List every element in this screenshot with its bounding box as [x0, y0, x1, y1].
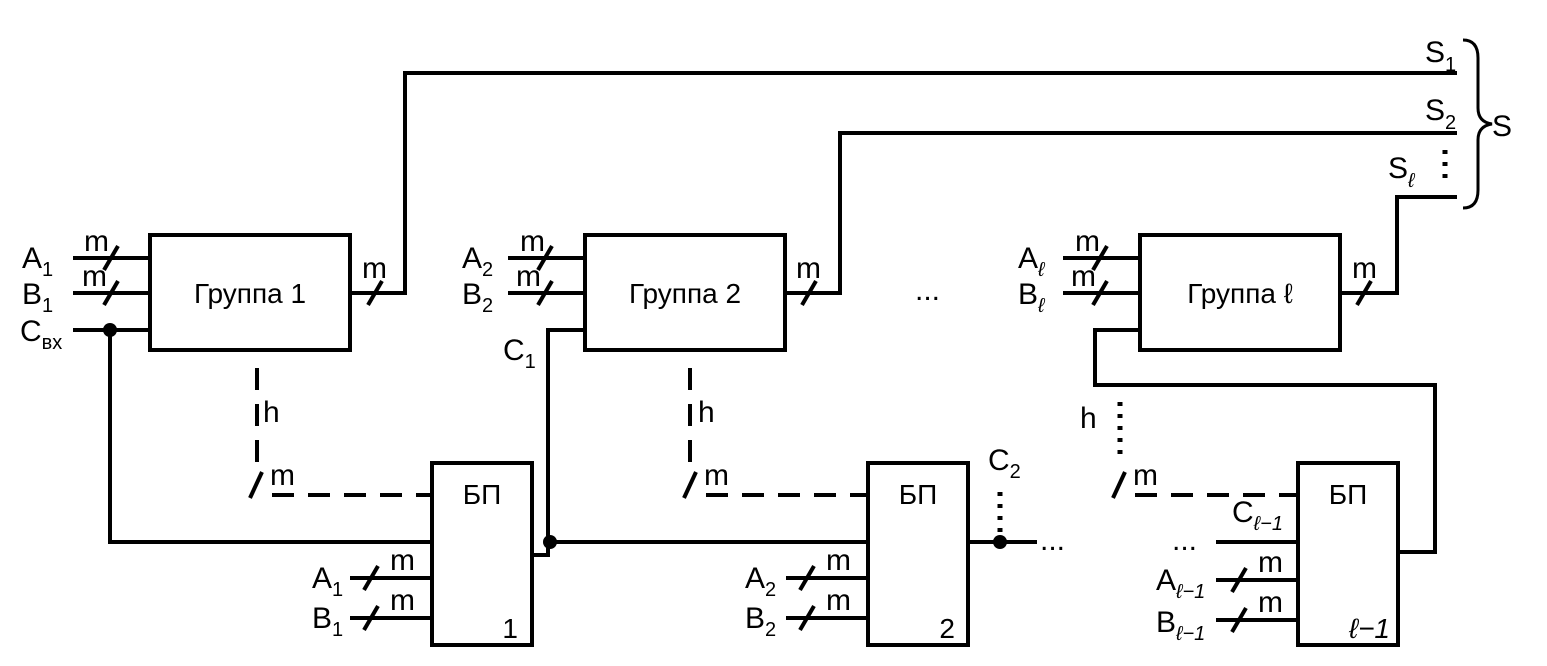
group-2-b-width: m — [516, 260, 541, 293]
carry-block-2-index: 2 — [939, 613, 955, 644]
c-in-label: Cвх — [20, 315, 62, 354]
group-1-b-bus-tick — [102, 279, 120, 307]
s2-wire — [783, 131, 1457, 295]
group-l-m-label: m — [1133, 459, 1158, 492]
group-1-a-width: m — [84, 225, 109, 258]
group-l-a-width: m — [1075, 225, 1100, 258]
carry-block-l-minus-1-index: ℓ−1 — [1348, 613, 1390, 644]
group-l-label: Группа ℓ — [1187, 278, 1293, 309]
s2-label: S2 — [1425, 94, 1456, 134]
group-l-out-width: m — [1352, 252, 1377, 285]
group-2-m-bus-tick — [682, 471, 698, 499]
group-2-h-label: h — [698, 396, 715, 429]
carry-1-b-label: B1 — [312, 602, 343, 641]
carry-l-in-ellipsis: ... — [1172, 524, 1197, 557]
carry-block-l-minus-1-label: БП — [1329, 479, 1368, 510]
group-1-m-label: m — [270, 459, 295, 492]
carry-1-a-label: A1 — [312, 562, 343, 601]
group-1-box — [148, 233, 352, 352]
carry-2-a-label: A2 — [745, 562, 776, 601]
carry-block-1-box — [430, 461, 534, 647]
groups-ellipsis: ... — [915, 274, 940, 307]
c2-junction — [993, 535, 1007, 549]
group-l-m-bus-tick — [1111, 471, 1127, 499]
group-l-a-bus-tick — [1091, 244, 1109, 272]
group-l-b-bus-tick — [1091, 279, 1109, 307]
carry-l-b-label: Bℓ−1 — [1156, 606, 1205, 645]
carry-1-a-width: m — [390, 544, 415, 577]
carry-2-b-bus-tick — [798, 604, 816, 632]
carry-block-1-label: БП — [463, 479, 502, 510]
carry-block-2-box — [866, 461, 970, 647]
group-2-box — [583, 233, 787, 352]
group-l-out-bus-tick — [1355, 279, 1373, 307]
carry-block-l-minus-1: БП ℓ−1 ... Cℓ−1 m m Aℓ−1 Bℓ−1 — [1156, 461, 1400, 647]
c1-wire — [530, 328, 587, 557]
carry-2-a-width: m — [826, 544, 851, 577]
carry-block-1: БП 1 m m A1 B1 C1 — [312, 328, 870, 647]
group-l: Группа ℓ m m Aℓ Bℓ m h m — [1018, 225, 1437, 554]
group-1-label: Группа 1 — [194, 278, 306, 309]
group-2-b-label: B2 — [462, 278, 493, 317]
c2-label: C2 — [988, 444, 1021, 483]
output-lines — [348, 71, 1457, 295]
group-1-h-label: h — [263, 396, 280, 429]
s1-label: S1 — [1425, 36, 1456, 76]
s-bus-label: S — [1492, 110, 1512, 143]
carry-1-b-bus-tick — [362, 604, 380, 632]
group-1-a-bus-tick — [102, 244, 120, 272]
group-1-out-bus-tick — [366, 279, 384, 307]
group-2-out-width: m — [796, 252, 821, 285]
group-2-b-bus-tick — [536, 279, 554, 307]
group-1-out-width: m — [362, 252, 387, 285]
carry-l-a-label: Aℓ−1 — [1156, 564, 1205, 603]
group-2-a-width: m — [520, 225, 545, 258]
group-1-b-label: B1 — [22, 278, 53, 317]
carry-l-b-width: m — [1258, 586, 1283, 619]
group-2-a-label: A2 — [462, 242, 493, 281]
s1-wire — [348, 71, 1457, 295]
s-bracket — [1462, 38, 1493, 210]
carry-2-b-width: m — [826, 584, 851, 617]
group-2-m-label: m — [704, 459, 729, 492]
carry-2-b-label: B2 — [745, 602, 776, 641]
carry-1-a-bus-tick — [362, 564, 380, 592]
carry-2-a-bus-tick — [798, 564, 816, 592]
carry-l-a-bus-tick — [1230, 566, 1248, 594]
carry-block-2-label: БП — [899, 479, 938, 510]
carry-block-1-index: 1 — [502, 613, 518, 644]
group-l-box — [1138, 233, 1342, 352]
group-l-b-label: Bℓ — [1018, 278, 1046, 317]
carry-l-b-bus-tick — [1230, 606, 1248, 634]
group-2-label: Группа 2 — [629, 278, 741, 309]
carry-1-b-width: m — [390, 584, 415, 617]
c-in-to-carry-1-wire — [108, 328, 434, 544]
sl-label: Sℓ — [1388, 152, 1416, 192]
group-1: Группа 1 m m A1 B1 Cвх m h m — [20, 225, 434, 544]
carry-block-2: БП 2 m m A2 B2 C2 ... — [745, 444, 1065, 647]
group-1-m-bus-tick — [248, 471, 264, 499]
group-2-out-bus-tick — [800, 279, 818, 307]
carry-l-c-label: Cℓ−1 — [1232, 496, 1283, 535]
group-l-a-label: Aℓ — [1018, 242, 1046, 281]
carry-chain-ellipsis: ... — [1040, 524, 1065, 557]
sl-wire — [1338, 195, 1457, 295]
group-l-b-width: m — [1071, 260, 1096, 293]
carry-l-a-width: m — [1258, 546, 1283, 579]
group-2: Группа 2 m m A2 B2 m h m — [462, 225, 868, 499]
group-1-b-width: m — [82, 260, 107, 293]
carry-block-l-minus-1-box — [1296, 461, 1400, 647]
c-l-minus-1-feedback-wire — [1093, 328, 1437, 554]
group-l-h-label: h — [1080, 402, 1097, 435]
group-1-a-label: A1 — [22, 242, 53, 281]
group-2-a-bus-tick — [536, 244, 554, 272]
c1-label: C1 — [503, 334, 536, 373]
output-labels: S1 S2 Sℓ S — [1388, 36, 1512, 210]
